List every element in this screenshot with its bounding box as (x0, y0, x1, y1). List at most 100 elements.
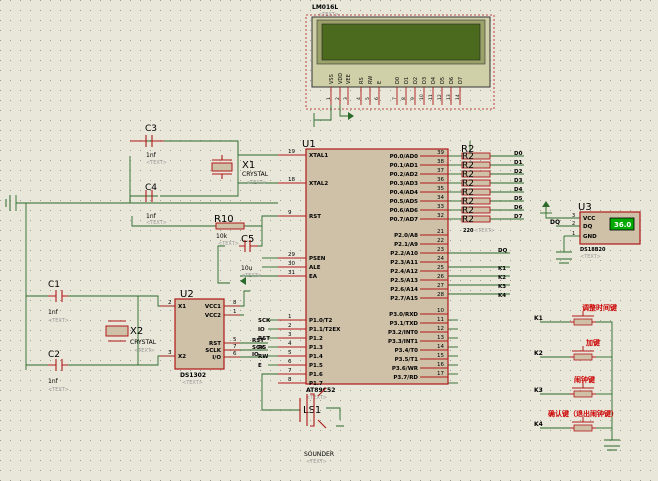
lcd-pin-number: 13 (446, 94, 452, 100)
c4-capacitor[interactable]: C4 1nf <TEXT> (145, 183, 167, 226)
u1-pin-name: P0.0/AD0 (390, 154, 419, 160)
u1-pin-number: 14 (437, 344, 444, 350)
ground-symbols (5, 195, 620, 451)
u1-pin-name: EA (309, 274, 318, 280)
u1-pin-name: XTAL1 (309, 153, 328, 159)
u1-pin-name: P1.1/T2EX (309, 327, 341, 333)
u3-pin-number: 2 (572, 221, 575, 227)
lcd-pin-number: 10 (419, 94, 425, 100)
push-button[interactable] (570, 383, 596, 398)
u1-pin-name: P1.2 (309, 336, 323, 342)
left-arrow-icon (240, 277, 246, 285)
c2-capacitor[interactable]: C2 1nf <TEXT> (48, 350, 69, 393)
u1-pin-name: P0.7/AD7 (390, 217, 419, 223)
u1-pin-number: 23 (437, 247, 444, 253)
push-button[interactable] (570, 311, 596, 326)
c1-capacitor[interactable]: C1 1nf <TEXT> (48, 280, 69, 324)
c5-capacitor[interactable]: C5 10u <TEXT> (239, 234, 262, 279)
u2-pin-name: VCC2 (205, 313, 221, 319)
u1-pin-number: 28 (437, 292, 444, 298)
u1-at89c52[interactable]: U1 19XTAL118XTAL29RST29PSEN30ALE31EA1P1.… (258, 139, 449, 401)
r2-placeholder: <TEXT> (474, 228, 495, 234)
u1-pin-name: P2.5/A13 (390, 278, 418, 284)
wire-label: RW (258, 354, 268, 360)
lcd-pin-number: 4 (356, 97, 362, 100)
x1-symbol (212, 155, 232, 179)
button-actuator (572, 346, 594, 352)
u1-pin-number: 27 (437, 283, 444, 289)
u2-pin-name: SCLK (205, 348, 222, 354)
r2-element-label: R2 (462, 188, 474, 198)
u1-left-pins: 19XTAL118XTAL29RST29PSEN30ALE31EA1P1.0/T… (278, 149, 341, 387)
lcd-pin-name: RS (359, 77, 365, 84)
r2-resistor (461, 179, 491, 187)
u1-pin-number: 2 (288, 323, 292, 329)
u1-pin-name: P3.3/INT1 (388, 339, 418, 345)
lcd-pins: VSS1VDD2VEE3RS4RW5E6D07D18D29D310D411D51… (326, 73, 464, 105)
c3-ref: C3 (145, 124, 157, 134)
x1-crystal[interactable]: X1 CRYSTAL <TEXT> (211, 155, 269, 186)
c1-placeholder: <TEXT> (48, 318, 69, 324)
lcd-placeholder: <TEXT> (318, 12, 339, 18)
u1-pin-number: 38 (437, 159, 444, 165)
u2-pin-name: X1 (178, 304, 186, 310)
r2-element-label: R2 (462, 161, 474, 171)
u2-pin-number: 6 (233, 351, 237, 357)
net-label: D4 (514, 187, 523, 193)
u1-pin-name: P3.2/INT0 (388, 330, 418, 336)
u1-pin-number: 5 (288, 350, 292, 356)
u1-pin-number: 32 (437, 213, 444, 219)
button-label: 调整时间键 (582, 303, 617, 312)
u3-pin-name: GND (583, 234, 597, 240)
c3-plates (130, 135, 164, 147)
lcd-pin-name: VDD (338, 73, 344, 84)
c3-capacitor[interactable]: C3 1nf <TEXT> (130, 124, 167, 166)
r2-element-label: R2 (462, 170, 474, 180)
u1-placeholder: <TEXT> (306, 395, 327, 401)
button-label: 确认键（退出闹钟键） (548, 409, 618, 418)
lcd-screen (321, 23, 481, 61)
wire-label: RST (252, 338, 264, 344)
push-button[interactable] (570, 417, 596, 432)
u1-pin-number: 29 (288, 252, 295, 258)
u3-net-dq: DQ (550, 219, 560, 226)
button-actuator (572, 417, 594, 423)
x2-crystal[interactable]: X2 CRYSTAL <TEXT> (105, 320, 157, 354)
r2-resistor (461, 206, 491, 214)
wire-label: RST (258, 336, 270, 342)
u1-pin-number: 31 (288, 270, 295, 276)
x2-body (105, 325, 129, 337)
r10-resistor[interactable]: R10 10k <TEXT> (214, 214, 245, 247)
net-label: D6 (514, 205, 523, 211)
ls1-ref: LS1 (303, 405, 321, 416)
u1-pin-name: P2.6/A14 (390, 287, 418, 293)
r2-resistor (461, 161, 491, 169)
u1-pin-number: 22 (437, 238, 444, 244)
wire-label: SCK (252, 345, 265, 351)
lcd-lm016l[interactable]: LM016L <TEXT> VSS1VDD2VEE3RS4RW5E6D07D18… (305, 4, 495, 110)
x1-placeholder: <TEXT> (246, 180, 267, 186)
net-label: D1 (514, 160, 523, 166)
net-label: K1 (498, 266, 506, 272)
x1-value: CRYSTAL (242, 171, 269, 178)
u1-pin-number: 19 (288, 149, 295, 155)
u1-pin-number: 18 (288, 177, 295, 183)
lcd-pin-number: 2 (335, 97, 341, 100)
u2-pin-number: 2 (168, 300, 172, 306)
net-label: D7 (514, 214, 523, 220)
u1-pin-name: P2.7/A15 (390, 296, 418, 302)
ls1-sounder[interactable]: LS1 SOUNDER <TEXT> (299, 387, 334, 465)
push-button[interactable] (570, 346, 596, 361)
u1-pin-number: 39 (437, 150, 444, 156)
u1-pin-number: 21 (437, 229, 444, 235)
c1-value: 1nf (48, 309, 59, 316)
u1-pin-number: 3 (288, 332, 292, 338)
u2-placeholder: <TEXT> (182, 380, 203, 386)
c5-placeholder: <TEXT> (241, 273, 262, 279)
